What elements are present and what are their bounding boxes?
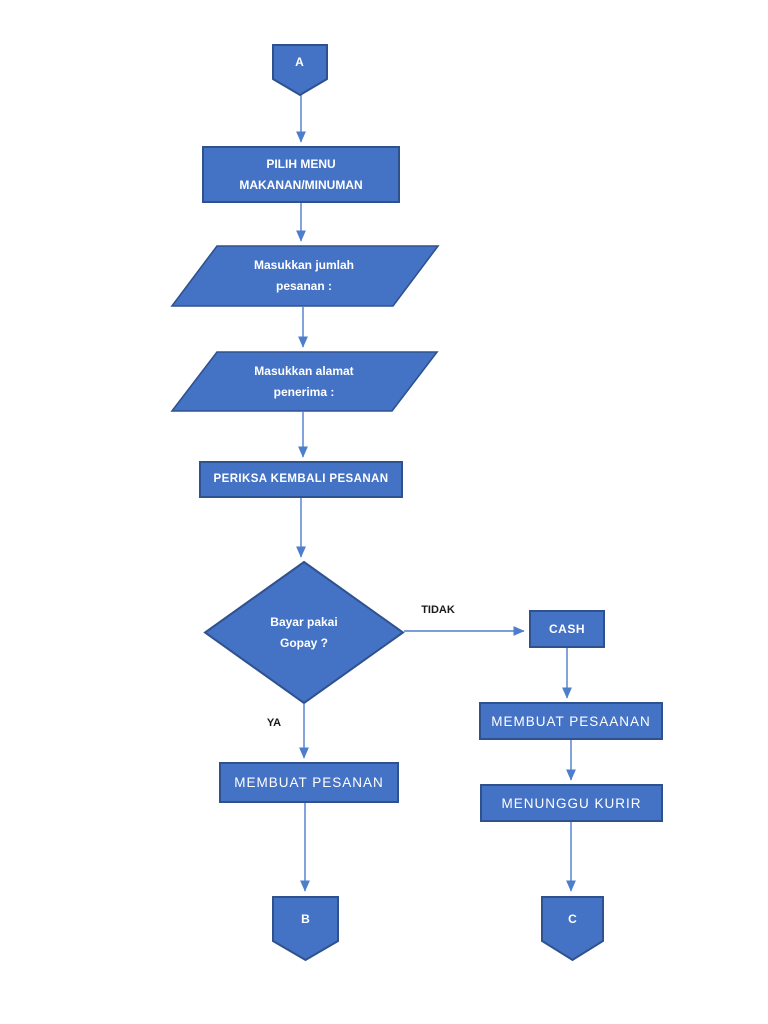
pilih-menu-line2: MAKANAN/MINUMAN (239, 177, 363, 192)
io-jumlah-pesanan-label: Masukkan jumlah pesanan : (204, 246, 404, 306)
process-membuat-pesanan-label: MEMBUAT PESANAN (234, 775, 384, 790)
process-menunggu-kurir-shape (480, 784, 663, 822)
io-alamat-penerima-shape (170, 351, 439, 412)
offpage-connector-a-shape (272, 44, 328, 97)
branch-tidak-label: TIDAK (421, 603, 455, 616)
decision-line1: Bayar pakai (270, 614, 338, 629)
process-membuat-pesaanan-label: MEMBUAT PESAANAN (491, 713, 651, 729)
process-periksa-shape (199, 461, 403, 498)
alamat-line2: penerima : (273, 384, 335, 399)
alamat-line1: Masukkan alamat (254, 363, 354, 378)
process-cash-label: CASH (548, 621, 585, 636)
process-periksa-label: PERIKSA KEMBALI PESANAN (213, 473, 389, 485)
offpage-connector-c-shape (541, 896, 604, 962)
offpage-connector-b-shape (272, 896, 339, 962)
decision-gopay-label: Bayar pakai Gopay ? (234, 562, 374, 703)
decision-gopay-shape (203, 560, 405, 705)
branch-ya-label: YA (266, 716, 282, 729)
process-membuat-pesanan-shape (219, 762, 399, 803)
connector-a-label: A (295, 54, 304, 69)
io-alamat-penerima-label: Masukkan alamat penerima : (204, 352, 404, 411)
process-cash-shape (529, 610, 605, 648)
jumlah-line1: Masukkan jumlah (253, 258, 355, 272)
process-membuat-pesaanan-shape (479, 702, 663, 740)
process-pilih-menu-label: PILIH MENU MAKANAN/MINUMAN (203, 147, 399, 202)
io-jumlah-pesanan-shape (170, 245, 440, 307)
process-menunggu-kurir-label: MENUNGGU KURIR (501, 795, 642, 811)
decision-line2: Gopay ? (279, 635, 328, 650)
jumlah-line2: pesanan : (275, 279, 332, 293)
connector-c-label: C (568, 911, 577, 926)
process-pilih-menu-shape (202, 146, 400, 203)
connector-b-label: B (301, 911, 310, 926)
pilih-menu-line1: PILIH MENU (266, 156, 336, 171)
